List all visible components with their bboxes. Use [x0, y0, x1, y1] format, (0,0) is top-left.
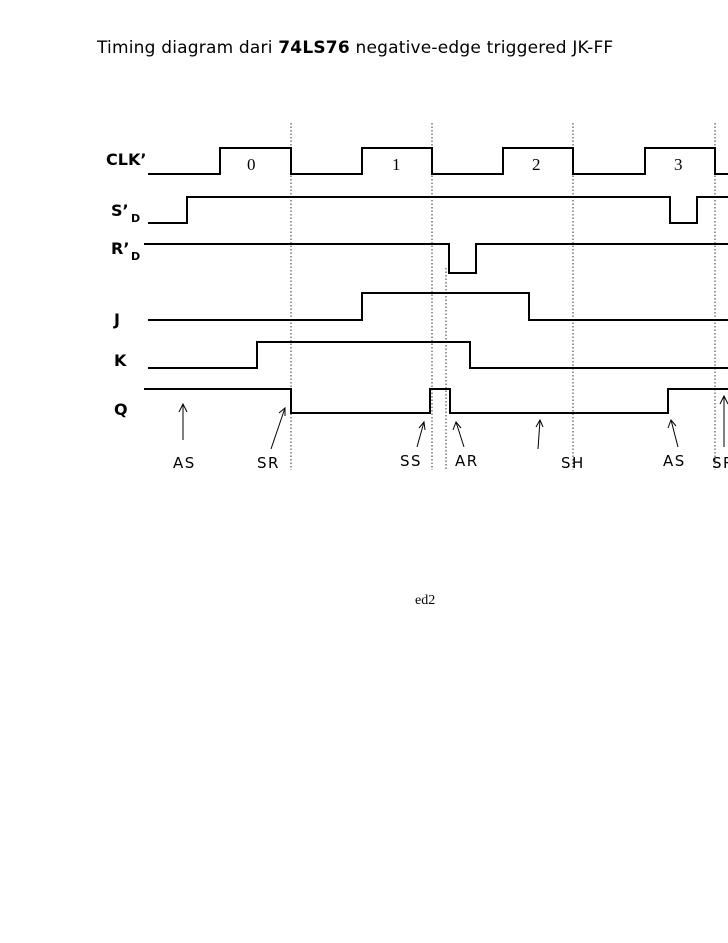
annotation-ss: SS — [400, 452, 422, 470]
title-prefix: Timing diagram dari — [97, 38, 279, 58]
signal-sub-sd: D — [131, 212, 140, 225]
clock-pulse-3: 3 — [674, 155, 683, 174]
signal-label-sd: S’ — [111, 201, 129, 220]
annotation-as-2: AS — [663, 452, 686, 470]
arrow-sr-2 — [719, 394, 728, 447]
annotation-sh: SH — [561, 454, 585, 472]
arrow-ss — [416, 420, 426, 448]
annotation-sr-2: SR — [712, 454, 728, 472]
waveform-rd — [144, 243, 728, 274]
clock-pulse-0: 0 — [247, 155, 256, 174]
waveform-q — [144, 388, 728, 414]
arrow-sr-1 — [270, 406, 286, 450]
title-part-number: 74LS76 — [278, 38, 350, 58]
waveform-j — [148, 292, 728, 321]
clock-pulse-2: 2 — [532, 155, 541, 174]
arrow-as-1 — [178, 402, 188, 440]
arrow-sh — [535, 418, 544, 450]
annotation-sr-1: SR — [257, 454, 280, 472]
diagram-title: Timing diagram dari 74LS76 negative-edge… — [97, 38, 613, 58]
signal-label-rd: R’ — [111, 239, 129, 258]
signal-label-q: Q — [114, 400, 128, 419]
annotation-ar: AR — [455, 452, 479, 470]
arrow-ar — [452, 421, 465, 448]
signal-label-j: J — [113, 310, 120, 329]
clock-pulse-1: 1 — [392, 155, 401, 174]
signal-label-clk: CLK’ — [106, 150, 146, 169]
signal-label-k: K — [114, 351, 127, 370]
waveform-clk — [148, 147, 728, 175]
waveform-k — [148, 341, 728, 369]
title-suffix: negative-edge triggered JK-FF — [349, 38, 614, 58]
annotation-as-1: AS — [173, 454, 196, 472]
footer-label: ed2 — [415, 593, 435, 608]
arrow-as-2 — [667, 419, 679, 448]
signal-sub-rd: D — [131, 250, 140, 263]
waveform-sd — [148, 196, 728, 224]
